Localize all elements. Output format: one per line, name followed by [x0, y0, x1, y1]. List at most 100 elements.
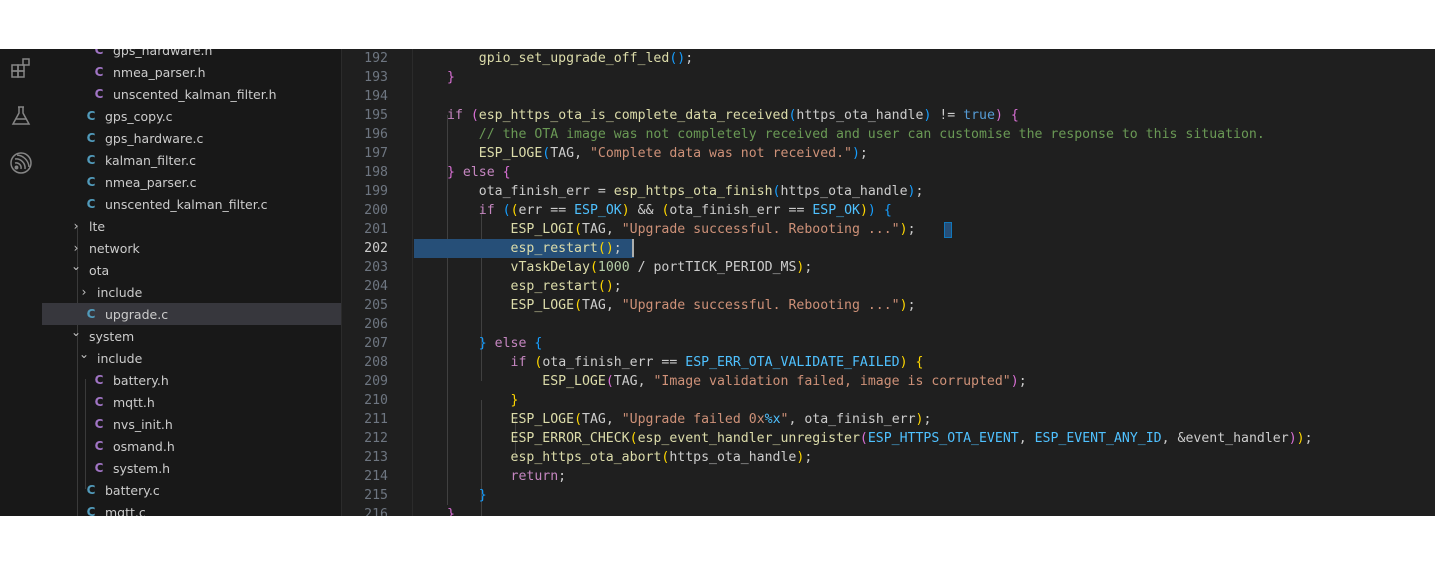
- code-editor[interactable]: 192 gpio_set_upgrade_off_led();193} 194 19…: [342, 49, 1435, 516]
- tree-item-label: lte: [89, 218, 106, 234]
- tree-folder-include[interactable]: ›include: [42, 281, 341, 303]
- selection-highlight: [414, 239, 634, 258]
- code-line[interactable]: 193}: [342, 68, 1435, 87]
- selection-match-marker: [944, 222, 952, 238]
- indent-guide: [447, 115, 448, 505]
- code-text: esp_restart();: [510, 279, 622, 294]
- text-cursor: [632, 239, 634, 257]
- c-header-file-icon: C: [94, 461, 104, 475]
- code-line[interactable]: 205 ESP_LOGE(TAG, "Upgrade successful. R…: [342, 296, 1435, 315]
- tree-item-label: ota: [89, 262, 110, 278]
- code-line[interactable]: 194: [342, 87, 1435, 106]
- code-line[interactable]: 206: [342, 315, 1435, 334]
- code-line[interactable]: 200 if ((err == ESP_OK) && (ota_finish_e…: [342, 201, 1435, 220]
- code-line[interactable]: 215 }: [342, 486, 1435, 505]
- code-text: if ((err == ESP_OK) && (ota_finish_err =…: [478, 203, 892, 218]
- tree-item-label: mqtt.h: [113, 394, 155, 410]
- tree-item-label: include: [97, 350, 143, 366]
- tree-item-label: upgrade.c: [105, 306, 169, 322]
- c-source-file-icon: C: [86, 131, 96, 145]
- chevron-right-icon: ›: [73, 241, 79, 255]
- line-number: 208: [364, 355, 388, 370]
- code-text: if (ota_finish_err == ESP_ERR_OTA_VALIDA…: [510, 355, 924, 370]
- code-text: ESP_LOGE(TAG, "Image validation failed, …: [542, 374, 1027, 389]
- c-header-file-icon: C: [94, 87, 104, 101]
- code-line[interactable]: 204 esp_restart();: [342, 277, 1435, 296]
- code-line[interactable]: 211 ESP_LOGE(TAG, "Upgrade failed 0x%x",…: [342, 410, 1435, 429]
- tree-folder-ota[interactable]: ⌄ ota: [42, 259, 341, 281]
- code-line[interactable]: 209 ESP_LOGE(TAG, "Image validation fail…: [342, 372, 1435, 391]
- code-line[interactable]: 213 esp_https_ota_abort(https_ota_handle…: [342, 448, 1435, 467]
- line-number: 210: [364, 393, 388, 408]
- code-line[interactable]: 210 }: [342, 391, 1435, 410]
- line-number: 194: [364, 89, 388, 104]
- code-line[interactable]: 197 ESP_LOGE(TAG, "Complete data was not…: [342, 144, 1435, 163]
- indent-guide: [77, 335, 78, 516]
- code-line[interactable]: 203 vTaskDelay(1000 / portTICK_PERIOD_MS…: [342, 258, 1435, 277]
- tree-item-label: kalman_filter.c: [105, 152, 196, 168]
- tree-item-label: unscented_kalman_filter.h: [113, 86, 277, 102]
- tree-item-label: system.h: [113, 460, 171, 476]
- chevron-right-icon: ›: [81, 285, 87, 299]
- code-text: esp_restart();: [510, 241, 622, 256]
- code-line[interactable]: 192 gpio_set_upgrade_off_led();: [342, 49, 1435, 68]
- tree-folder-include[interactable]: ⌄include: [42, 347, 341, 369]
- line-number: 213: [364, 450, 388, 465]
- chevron-down-icon: ⌄: [70, 259, 82, 273]
- code-line[interactable]: 208 if (ota_finish_err == ESP_ERR_OTA_VA…: [342, 353, 1435, 372]
- indent-guide: [481, 400, 482, 516]
- line-number: 203: [364, 260, 388, 275]
- code-line[interactable]: 202 esp_restart();: [342, 239, 1435, 258]
- tree-folder-network[interactable]: ›network: [42, 237, 341, 259]
- code-text: if (esp_https_ota_is_complete_data_recei…: [447, 108, 1019, 123]
- code-text: } else {: [447, 165, 511, 180]
- code-line[interactable]: 216}: [342, 505, 1435, 516]
- c-source-file-icon: C: [86, 175, 96, 189]
- code-line[interactable]: 199 ota_finish_err = esp_https_ota_finis…: [342, 182, 1435, 201]
- code-text: gpio_set_upgrade_off_led();: [478, 51, 694, 66]
- testing-flask-icon[interactable]: [5, 100, 37, 132]
- tree-folder-lte[interactable]: ›lte: [42, 215, 341, 237]
- espressif-icon[interactable]: [5, 147, 37, 179]
- line-number: 198: [364, 165, 388, 180]
- tree-folder-system[interactable]: ⌄system: [42, 325, 341, 347]
- line-number: 205: [364, 298, 388, 313]
- c-header-file-icon: C: [94, 373, 104, 387]
- line-number: 202: [364, 241, 388, 256]
- line-number: 207: [364, 336, 388, 351]
- code-line[interactable]: 207 } else {: [342, 334, 1435, 353]
- line-number: 200: [364, 203, 388, 218]
- code-line[interactable]: 196 // the OTA image was not completely …: [342, 125, 1435, 144]
- code-line[interactable]: 201 ESP_LOGI(TAG, "Upgrade successful. R…: [342, 220, 1435, 239]
- activity-bar: [0, 49, 42, 516]
- code-line[interactable]: 198 } else {: [342, 163, 1435, 182]
- extensions-icon[interactable]: [5, 52, 37, 84]
- code-line[interactable]: 214 return;: [342, 467, 1435, 486]
- c-header-file-icon: C: [94, 417, 104, 431]
- line-number: 193: [364, 70, 388, 85]
- c-header-file-icon: C: [94, 65, 104, 79]
- indent-guide: [481, 210, 482, 381]
- code-text: ESP_LOGE(TAG, "Complete data was not rec…: [478, 146, 868, 161]
- code-line[interactable]: 212 ESP_ERROR_CHECK(esp_event_handler_un…: [342, 429, 1435, 448]
- indent-guide: [77, 225, 78, 339]
